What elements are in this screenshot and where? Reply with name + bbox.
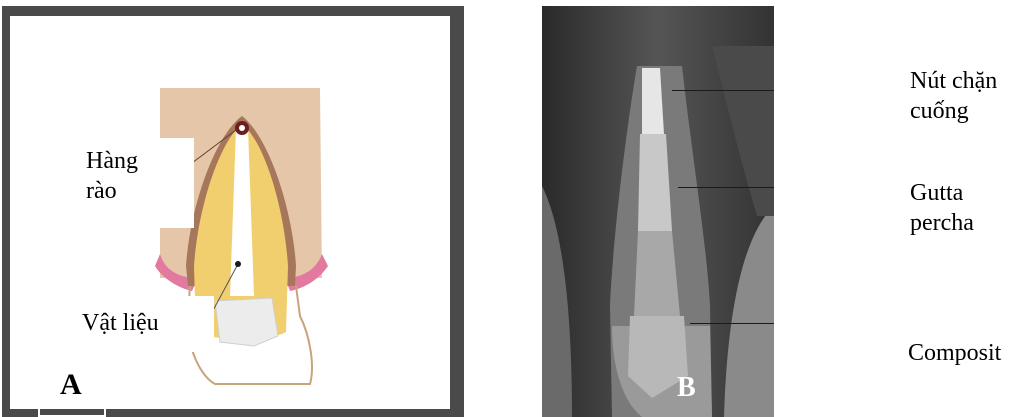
material-label-text: Vật liệu — [82, 310, 159, 336]
barrier-label-line1: Hàng — [86, 146, 194, 176]
barrier-label: Hàng rào — [68, 138, 194, 228]
barrier-label-line2: rào — [86, 176, 194, 206]
panel-b-label: B — [677, 372, 696, 404]
gutta-label-line2: percha — [910, 208, 974, 238]
gutta-pointer — [678, 187, 774, 188]
material-dot — [235, 261, 241, 267]
xray-image — [542, 6, 774, 417]
gutta-label: Gutta percha — [910, 178, 974, 238]
composite-label: Composit — [908, 338, 1001, 368]
plug-label-line1: Nút chặn — [910, 66, 997, 96]
restorative-material — [215, 298, 278, 346]
panel-a-label: A — [60, 368, 82, 402]
composite-pointer — [690, 323, 774, 324]
plug-label-line2: cuống — [910, 96, 997, 126]
plug-pointer — [672, 90, 774, 91]
material-label: Vật liệu — [68, 296, 214, 352]
gutta-label-line1: Gutta — [910, 178, 974, 208]
xray-graphic — [542, 6, 774, 417]
plug-label: Nút chặn cuống — [910, 66, 997, 126]
root-fill-xray — [634, 231, 680, 316]
